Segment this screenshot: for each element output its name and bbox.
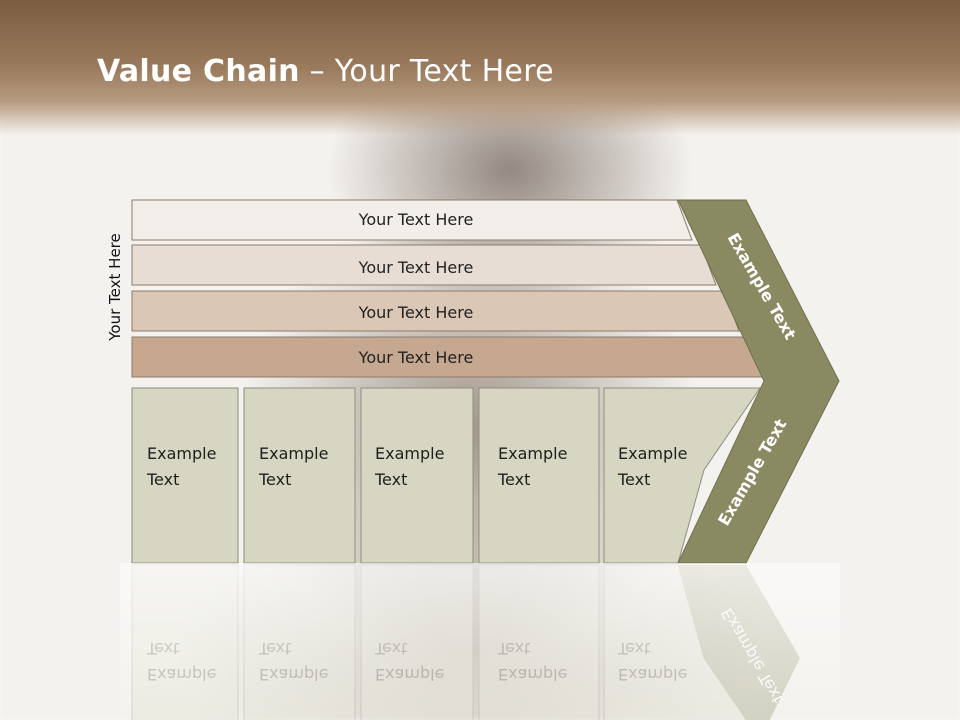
title-rest: – Your Text Here <box>299 54 554 89</box>
slide-title: Value Chain – Your Text Here <box>97 54 554 89</box>
support-row-2-label: Your Text Here <box>358 258 474 277</box>
support-row-3-label: Your Text Here <box>358 303 474 322</box>
reflection-fade <box>120 563 840 720</box>
support-row-3 <box>131 290 740 332</box>
header-band <box>0 0 960 135</box>
title-bold: Value Chain <box>97 54 300 89</box>
primary-cell-4 <box>478 387 600 564</box>
primary-cell-3 <box>360 387 474 564</box>
support-row-4-label: Your Text Here <box>358 348 474 367</box>
support-row-1 <box>131 199 693 241</box>
support-row-1-label: Your Text Here <box>358 210 474 229</box>
primary-cell-2 <box>243 387 356 564</box>
primary-cell-1 <box>131 387 239 564</box>
primary-cell-5 <box>603 387 761 564</box>
support-row-2 <box>131 244 717 286</box>
